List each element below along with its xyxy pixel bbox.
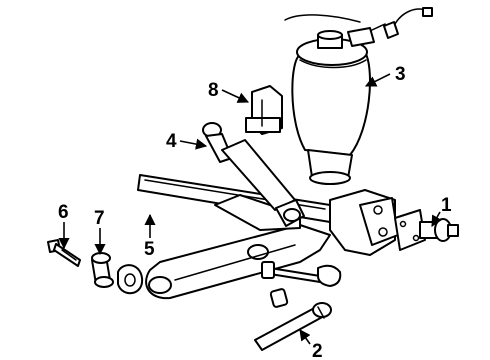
- callout-2: 2: [312, 341, 323, 360]
- jounce-bumper: [245, 85, 283, 135]
- callout-6: 6: [58, 202, 69, 223]
- leader-lines: [58, 73, 442, 345]
- trailing-arm: [145, 224, 331, 300]
- lower-link: [254, 288, 332, 351]
- shock-absorber: [202, 122, 305, 227]
- bushing-sleeve: [91, 252, 144, 294]
- hub-spindle: [394, 209, 459, 251]
- height-sensor-link: [383, 7, 433, 39]
- callout-5: 5: [144, 239, 155, 260]
- pivot-bolt: [47, 239, 81, 267]
- callout-3: 3: [395, 64, 406, 85]
- air-spring: [284, 14, 386, 185]
- callout-8: 8: [208, 80, 219, 101]
- callout-7: 7: [94, 208, 105, 229]
- callout-1: 1: [441, 195, 452, 216]
- arm-bolt: [261, 261, 342, 287]
- callout-labels: 1 2 3 4 5 6 7 8: [58, 64, 452, 360]
- axle-bracket: [214, 189, 399, 256]
- callout-4: 4: [166, 131, 177, 152]
